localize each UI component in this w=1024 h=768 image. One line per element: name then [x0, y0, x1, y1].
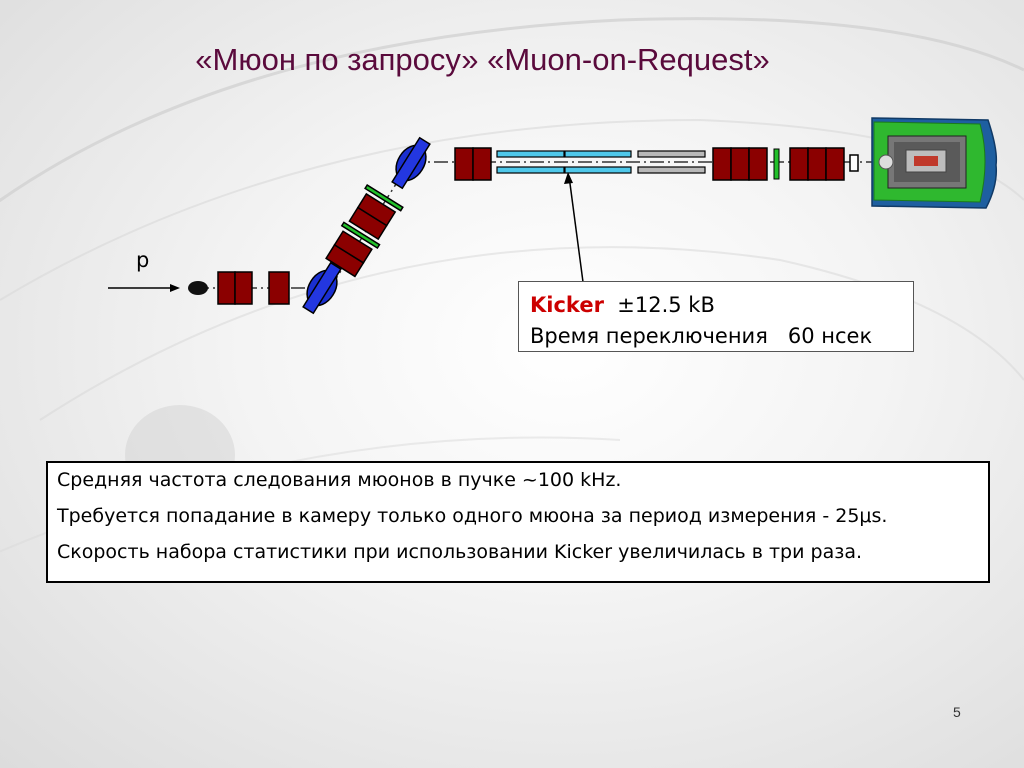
target: [188, 281, 208, 295]
kicker-info-box: Kicker ±12.5 kB Время переключения 60 нс…: [518, 281, 914, 352]
upper-magnet-triplet-2: [789, 147, 845, 181]
kicker-voltage: ±12.5 kB: [617, 293, 715, 317]
beam-window: [849, 154, 859, 172]
kicker-voltage-line: Kicker ±12.5 kB: [530, 290, 913, 321]
kicker-name: Kicker: [530, 293, 604, 317]
info-text: Средняя частота следования мюонов в пучк…: [57, 466, 987, 574]
info-line-requirement: Требуется попадание в камеру только одно…: [57, 505, 888, 527]
kicker-switch-value: 60 нсек: [787, 324, 873, 348]
info-line-statistics: Скорость набора статистики при использов…: [57, 541, 862, 563]
beamline-diagram: [108, 117, 998, 315]
detector: [871, 117, 998, 209]
kicker-pointer-line: [568, 175, 584, 283]
slide-title: «Мюон по запросу» «Muon-on-Request»: [195, 42, 770, 77]
upper-magnet-pair: [454, 147, 492, 181]
beam-label: p: [136, 248, 150, 272]
lower-bend-magnet: [302, 261, 342, 315]
page-number: 5: [953, 704, 961, 720]
lower-magnet-group: [217, 271, 290, 305]
green-collimator: [773, 148, 780, 180]
kicker-plates: [496, 150, 632, 174]
diagonal-magnet-group: [325, 184, 404, 278]
separator-plates: [637, 150, 706, 174]
upper-bend-magnet: [391, 136, 431, 190]
kicker-switch-label: Время переключения: [530, 324, 768, 348]
info-line-rate: Средняя частота следования мюонов в пучк…: [57, 469, 622, 491]
upper-magnet-triplet-1: [712, 147, 768, 181]
incoming-beam-arrowhead: [170, 284, 180, 292]
info-box-frame: [46, 461, 990, 583]
kicker-pointer-arrowhead: [564, 172, 573, 184]
kicker-switch-line: Время переключения 60 нсек: [530, 321, 913, 352]
